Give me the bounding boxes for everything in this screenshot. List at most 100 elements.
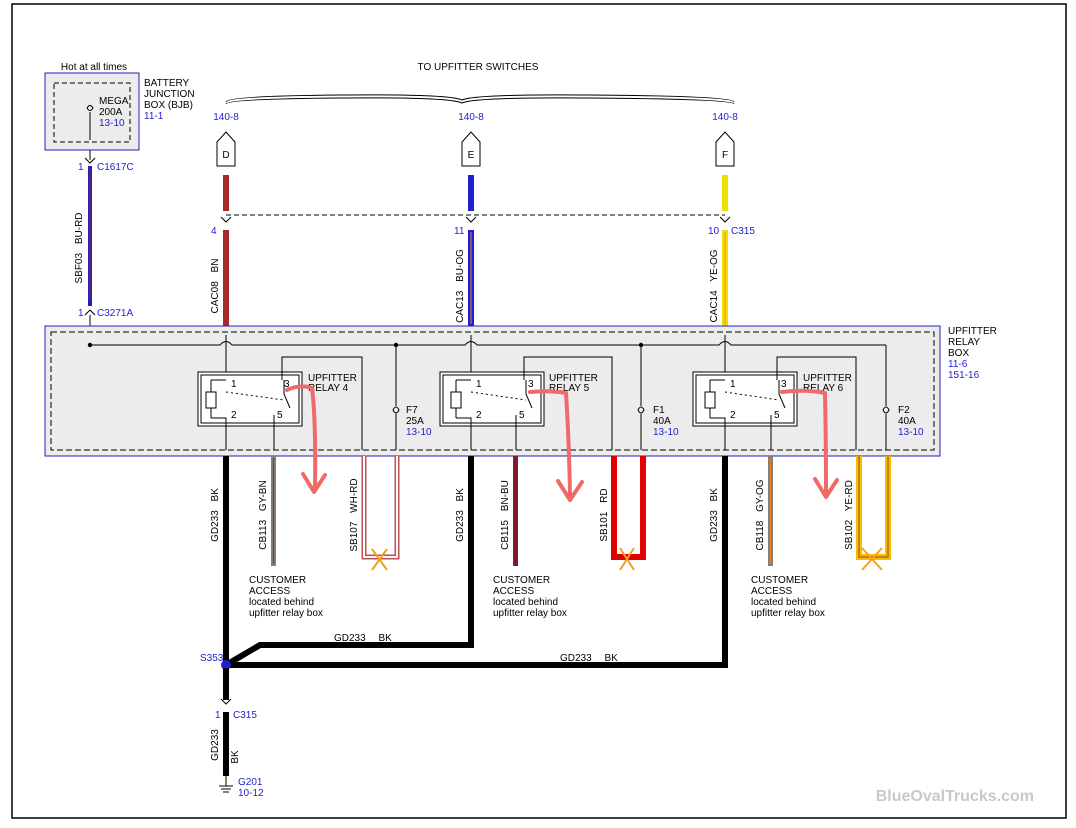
wire-f-top <box>722 175 728 211</box>
wire-e-top <box>468 175 474 211</box>
relay-5-inner <box>442 374 542 424</box>
relay-6-coil-wire <box>709 379 726 450</box>
c3271a-connector <box>84 309 96 316</box>
c315-bottom-pin: 1 <box>215 710 221 721</box>
bjb-fuse-ref: 13-10 <box>99 118 125 129</box>
hot-note: Hot at all times <box>61 62 127 73</box>
switch-d: 140-8 D <box>213 112 239 211</box>
relay-4-label-1: UPFITTER <box>308 373 357 384</box>
relay-5: 1 2 3 5 UPFITTER RELAY 5 <box>439 356 613 450</box>
c3271a-label: C3271A <box>97 308 133 319</box>
fuse-f2-rating: 40A <box>898 416 916 427</box>
wire-gd233-drop <box>223 668 229 700</box>
bk-ground-label: BK <box>230 750 241 764</box>
relay-box-label-2: RELAY <box>948 337 980 348</box>
relay-4-pin5: 5 <box>277 410 283 421</box>
ground-ref: 10-12 <box>238 788 264 799</box>
relay-5-pin2: 2 <box>476 410 482 421</box>
gd233-ground-label: GD233 <box>210 729 221 761</box>
switches-label: TO UPFITTER SWITCHES <box>418 62 539 73</box>
bjb-fuse-rating: 200A <box>99 107 123 118</box>
bjb-fuse-type: MEGA <box>99 96 129 107</box>
switch-e: 140-8 E <box>458 112 484 211</box>
wire-sb101 <box>611 456 646 560</box>
cac13-label: CAC13 BU-OG <box>455 249 466 323</box>
customer-1-l3: located behind <box>249 597 314 608</box>
wire-sb107 <box>361 456 400 560</box>
c315-label: C315 <box>731 226 755 237</box>
sb107-label: SB107 WH-RD <box>349 478 360 551</box>
wire-sb102-stripe <box>858 456 889 558</box>
relay-6-inner <box>695 374 795 424</box>
c315-pin-10: 10 <box>708 226 720 237</box>
fuse-f1-symbol <box>637 345 645 450</box>
relay-5-coil-wire <box>455 379 472 450</box>
fuse-f7-ref: 13-10 <box>406 427 432 438</box>
relay-6-link <box>724 391 780 401</box>
c315-bottom-label: C315 <box>233 710 257 721</box>
relay-box-label-3: BOX <box>948 348 969 359</box>
relay-5-pin3: 3 <box>528 379 534 390</box>
relay-box-ref-2: 151-16 <box>948 370 980 381</box>
c315-bottom-connector <box>220 698 232 705</box>
switch-brace-inner <box>225 97 735 105</box>
customer-1-l2: ACCESS <box>249 586 290 597</box>
relay-6-pin5: 5 <box>774 410 780 421</box>
relay-box-ref-1: 11-6 <box>948 359 968 370</box>
cb115-label: CB115 BN-BU <box>500 480 511 550</box>
annotation-arrows <box>285 384 839 502</box>
c3271a-pin: 1 <box>78 308 84 319</box>
fuse-f1-name: F1 <box>653 405 665 416</box>
wire-gd233-ground <box>223 712 229 776</box>
relay-5-coil <box>450 391 462 409</box>
annotation-arrow-3-head <box>813 477 839 499</box>
sb101-label: SB101 RD <box>599 488 610 541</box>
customer-2-l3: located behind <box>493 597 558 608</box>
wire-gd233-h1 <box>224 642 474 668</box>
bjb-label-2: JUNCTION <box>144 89 195 100</box>
switch-d-connector <box>216 131 236 167</box>
wire-gd233-1 <box>223 456 229 670</box>
switch-e-letter: E <box>468 150 475 161</box>
relay-6-out <box>776 356 857 450</box>
relay-box-inner <box>50 331 935 451</box>
customer-2-l4: upfitter relay box <box>493 608 567 619</box>
relay-6-pin3: 3 <box>781 379 787 390</box>
switch-e-connector <box>461 131 481 167</box>
fuse-f2-symbol <box>882 345 890 450</box>
fuse-f1-ref: 13-10 <box>653 427 679 438</box>
fuse-f2: F2 40A 13-10 <box>882 345 924 450</box>
wire-gd233-3 <box>722 456 728 668</box>
switch-brace <box>225 94 735 103</box>
bjb-label-1: BATTERY <box>144 78 190 89</box>
relay-5-pin1: 1 <box>476 379 482 390</box>
c315-pin-4: 4 <box>211 226 217 237</box>
gd233-3-label: GD233 BK <box>709 488 720 542</box>
relay-6-label-1: UPFITTER <box>803 373 852 384</box>
bus-node-1 <box>87 342 93 348</box>
annotation-arrow-3 <box>780 388 828 494</box>
customer-3-l2: ACCESS <box>751 586 792 597</box>
relay-4-pin3: 3 <box>284 379 290 390</box>
relay-4-coil <box>205 391 217 409</box>
fuse-f1: F1 40A 13-10 <box>637 345 679 450</box>
relay-4-contact <box>273 380 291 450</box>
bjb-inner <box>53 82 131 143</box>
relay-5-link <box>470 391 527 401</box>
fuse-f2-ref: 13-10 <box>898 427 924 438</box>
relay-6-contact <box>770 380 786 450</box>
wire-sb102 <box>856 456 891 560</box>
splice-label: S353 <box>200 653 224 664</box>
switch-f-letter: F <box>722 150 728 161</box>
sb107-cut-mark <box>371 548 388 571</box>
c315-symbols <box>220 216 731 223</box>
relay-4-label-2: RELAY 4 <box>308 383 349 394</box>
bjb-label-3: BOX (BJB) <box>144 100 193 111</box>
ground-symbol <box>219 776 233 793</box>
switch-f-connector <box>715 131 735 167</box>
wire-cac08 <box>223 230 229 326</box>
fuse-f7-name: F7 <box>406 405 418 416</box>
c1617c-connector <box>84 157 96 164</box>
fuse-f7-rating: 25A <box>406 416 424 427</box>
